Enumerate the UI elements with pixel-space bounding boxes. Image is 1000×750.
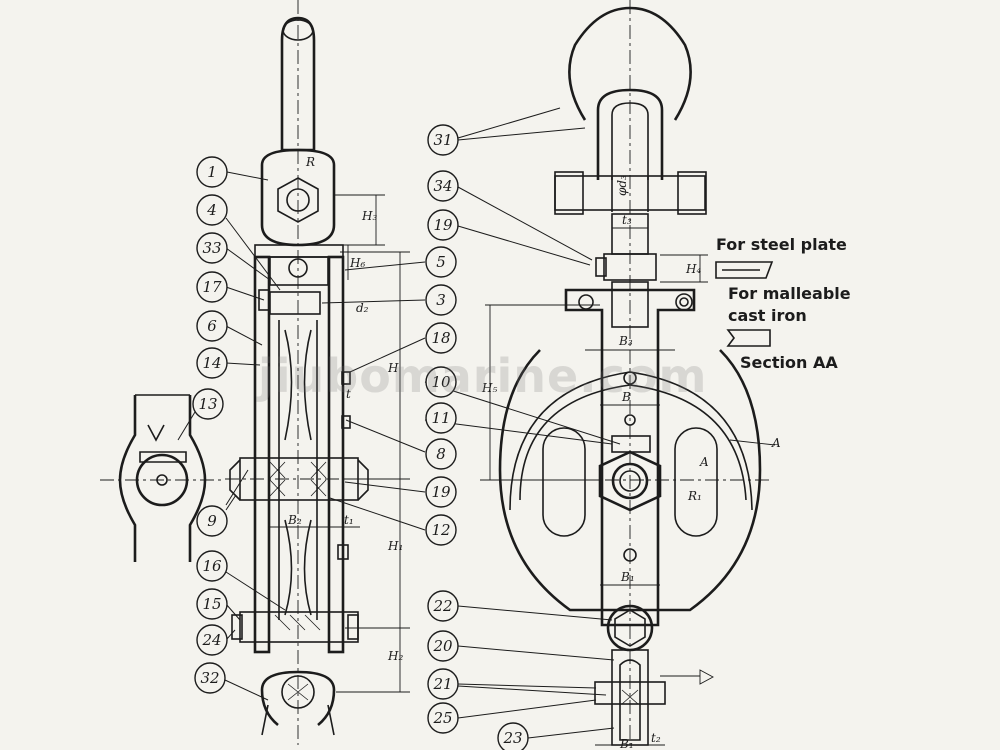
watermark: jiubomarine.com: [256, 349, 707, 403]
callout-22: 22: [427, 590, 459, 622]
callout-3: 3: [425, 284, 457, 316]
callout-9: 9: [196, 505, 228, 537]
dim-d2: d₂: [356, 301, 369, 315]
callout-10: 10: [425, 366, 457, 398]
dim-R1: R₁: [687, 489, 702, 503]
left-side-plate: [253, 255, 271, 654]
callout-5: 5: [425, 246, 457, 278]
dim-t2: t₂: [651, 731, 661, 745]
callout-14: 14: [196, 347, 228, 379]
front-view: [480, 0, 776, 746]
callout-34: 34: [427, 170, 459, 202]
callout-6: 6: [196, 310, 228, 342]
callout-32: 32: [194, 662, 226, 694]
svg-text:8: 8: [436, 445, 446, 463]
svg-text:10: 10: [431, 373, 451, 391]
legend-section-aa: Section AA: [740, 353, 838, 372]
dim-H: H: [387, 361, 399, 375]
callout-19-left: 19: [425, 476, 457, 508]
dim-B4: B₁: [619, 737, 634, 750]
svg-text:3: 3: [436, 291, 446, 309]
svg-text:33: 33: [202, 239, 221, 257]
svg-text:5: 5: [436, 253, 446, 271]
leader-lines: [177, 107, 621, 739]
dim-t: t: [346, 387, 351, 401]
dim-H3: H₃: [361, 209, 377, 223]
legend-malleable-1: For malleable: [728, 284, 851, 303]
svg-text:20: 20: [432, 637, 453, 655]
dim-d3: φd₃: [615, 175, 629, 196]
svg-text:15: 15: [202, 595, 221, 613]
svg-text:17: 17: [202, 278, 222, 296]
swivel-eye: [260, 148, 336, 247]
svg-text:6: 6: [207, 317, 217, 335]
dim-A2: A: [771, 436, 781, 450]
svg-text:11: 11: [431, 409, 450, 427]
svg-text:19: 19: [433, 216, 453, 234]
callout-18: 18: [425, 322, 457, 354]
dim-H5: H₅: [481, 381, 497, 395]
callout-17: 17: [196, 271, 228, 303]
callout-21: 21: [427, 668, 459, 700]
svg-text:18: 18: [431, 329, 450, 347]
strap-plate: [564, 288, 696, 627]
svg-text:12: 12: [431, 521, 450, 539]
svg-text:9: 9: [207, 512, 217, 530]
callout-23: 23: [497, 722, 529, 750]
left-slot: [542, 427, 586, 537]
right-side-plate: [327, 255, 345, 654]
dim-H4: H₄: [685, 262, 701, 276]
dim-B2: B₂: [287, 513, 302, 527]
dim-H1: H₁: [387, 539, 403, 553]
svg-text:34: 34: [433, 177, 452, 195]
callout-25: 25: [427, 702, 459, 734]
svg-text:1: 1: [207, 163, 217, 181]
callout-4: 4: [196, 194, 228, 226]
legend-steel-plate: For steel plate: [716, 235, 847, 254]
svg-text:16: 16: [202, 557, 222, 575]
svg-text:14: 14: [202, 354, 221, 372]
callout-11: 11: [425, 402, 457, 434]
svg-text:4: 4: [206, 201, 217, 219]
hub-nut: [598, 450, 662, 512]
dim-t3: t₃: [622, 213, 632, 227]
svg-text:21: 21: [432, 675, 452, 693]
callout-33: 33: [196, 232, 228, 264]
side-view: [225, 0, 410, 745]
svg-text:25: 25: [432, 709, 452, 727]
dim-B3: B₃: [618, 334, 633, 348]
section-detail: [100, 394, 225, 562]
shackle: [568, 6, 692, 121]
svg-text:31: 31: [433, 131, 452, 149]
callout-16: 16: [196, 550, 228, 582]
svg-text:13: 13: [198, 395, 217, 413]
svg-text:19: 19: [431, 483, 451, 501]
material-legend: [715, 261, 774, 347]
callout-20: 20: [427, 630, 459, 662]
callout-15: 15: [196, 588, 228, 620]
becket: [260, 670, 336, 727]
dim-R: R: [305, 155, 315, 169]
legend-malleable-2: cast iron: [728, 306, 807, 325]
callout-12: 12: [425, 514, 457, 546]
svg-text:22: 22: [432, 597, 452, 615]
callout-31: 31: [427, 124, 459, 156]
callout-13: 13: [192, 388, 224, 420]
right-slot: [674, 427, 718, 537]
dim-t1: t₁: [344, 513, 354, 527]
dim-B1: B₁: [620, 570, 635, 584]
svg-text:32: 32: [200, 669, 219, 687]
dim-H2: H₂: [387, 649, 403, 663]
callout-19-right: 19: [427, 209, 459, 241]
dim-B: B: [621, 390, 631, 404]
callout-8: 8: [425, 438, 457, 470]
callout-24: 24: [196, 624, 228, 656]
svg-text:23: 23: [502, 729, 522, 747]
svg-text:24: 24: [201, 631, 221, 649]
dim-A1: A: [699, 455, 709, 469]
callout-1: 1: [196, 156, 228, 188]
dim-H6: H₆: [349, 256, 365, 270]
